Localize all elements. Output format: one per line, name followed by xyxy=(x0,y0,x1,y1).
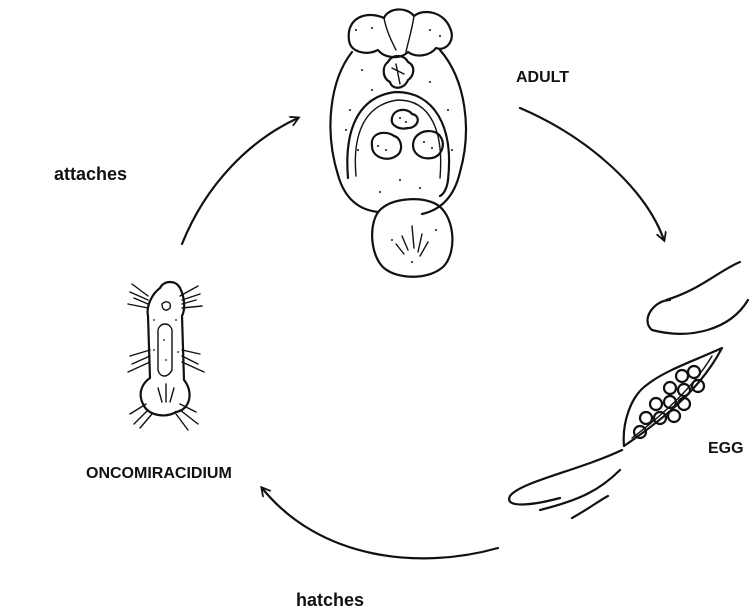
egg-to-oncomiracidium-arrow xyxy=(262,488,498,558)
egg-label: EGG xyxy=(708,440,744,457)
adult-label: ADULT xyxy=(516,69,569,86)
oncomiracidium-illustration xyxy=(128,282,204,430)
oncomiracidium-to-adult-arrow xyxy=(182,118,298,244)
egg-illustration xyxy=(509,262,748,518)
attaches-label: attaches xyxy=(54,164,127,184)
oncomiracidium-label: ONCOMIRACIDIUM xyxy=(86,465,232,482)
adult-illustration xyxy=(330,9,465,276)
hatches-label: hatches xyxy=(296,590,364,610)
adult-to-egg-arrow xyxy=(520,108,664,240)
